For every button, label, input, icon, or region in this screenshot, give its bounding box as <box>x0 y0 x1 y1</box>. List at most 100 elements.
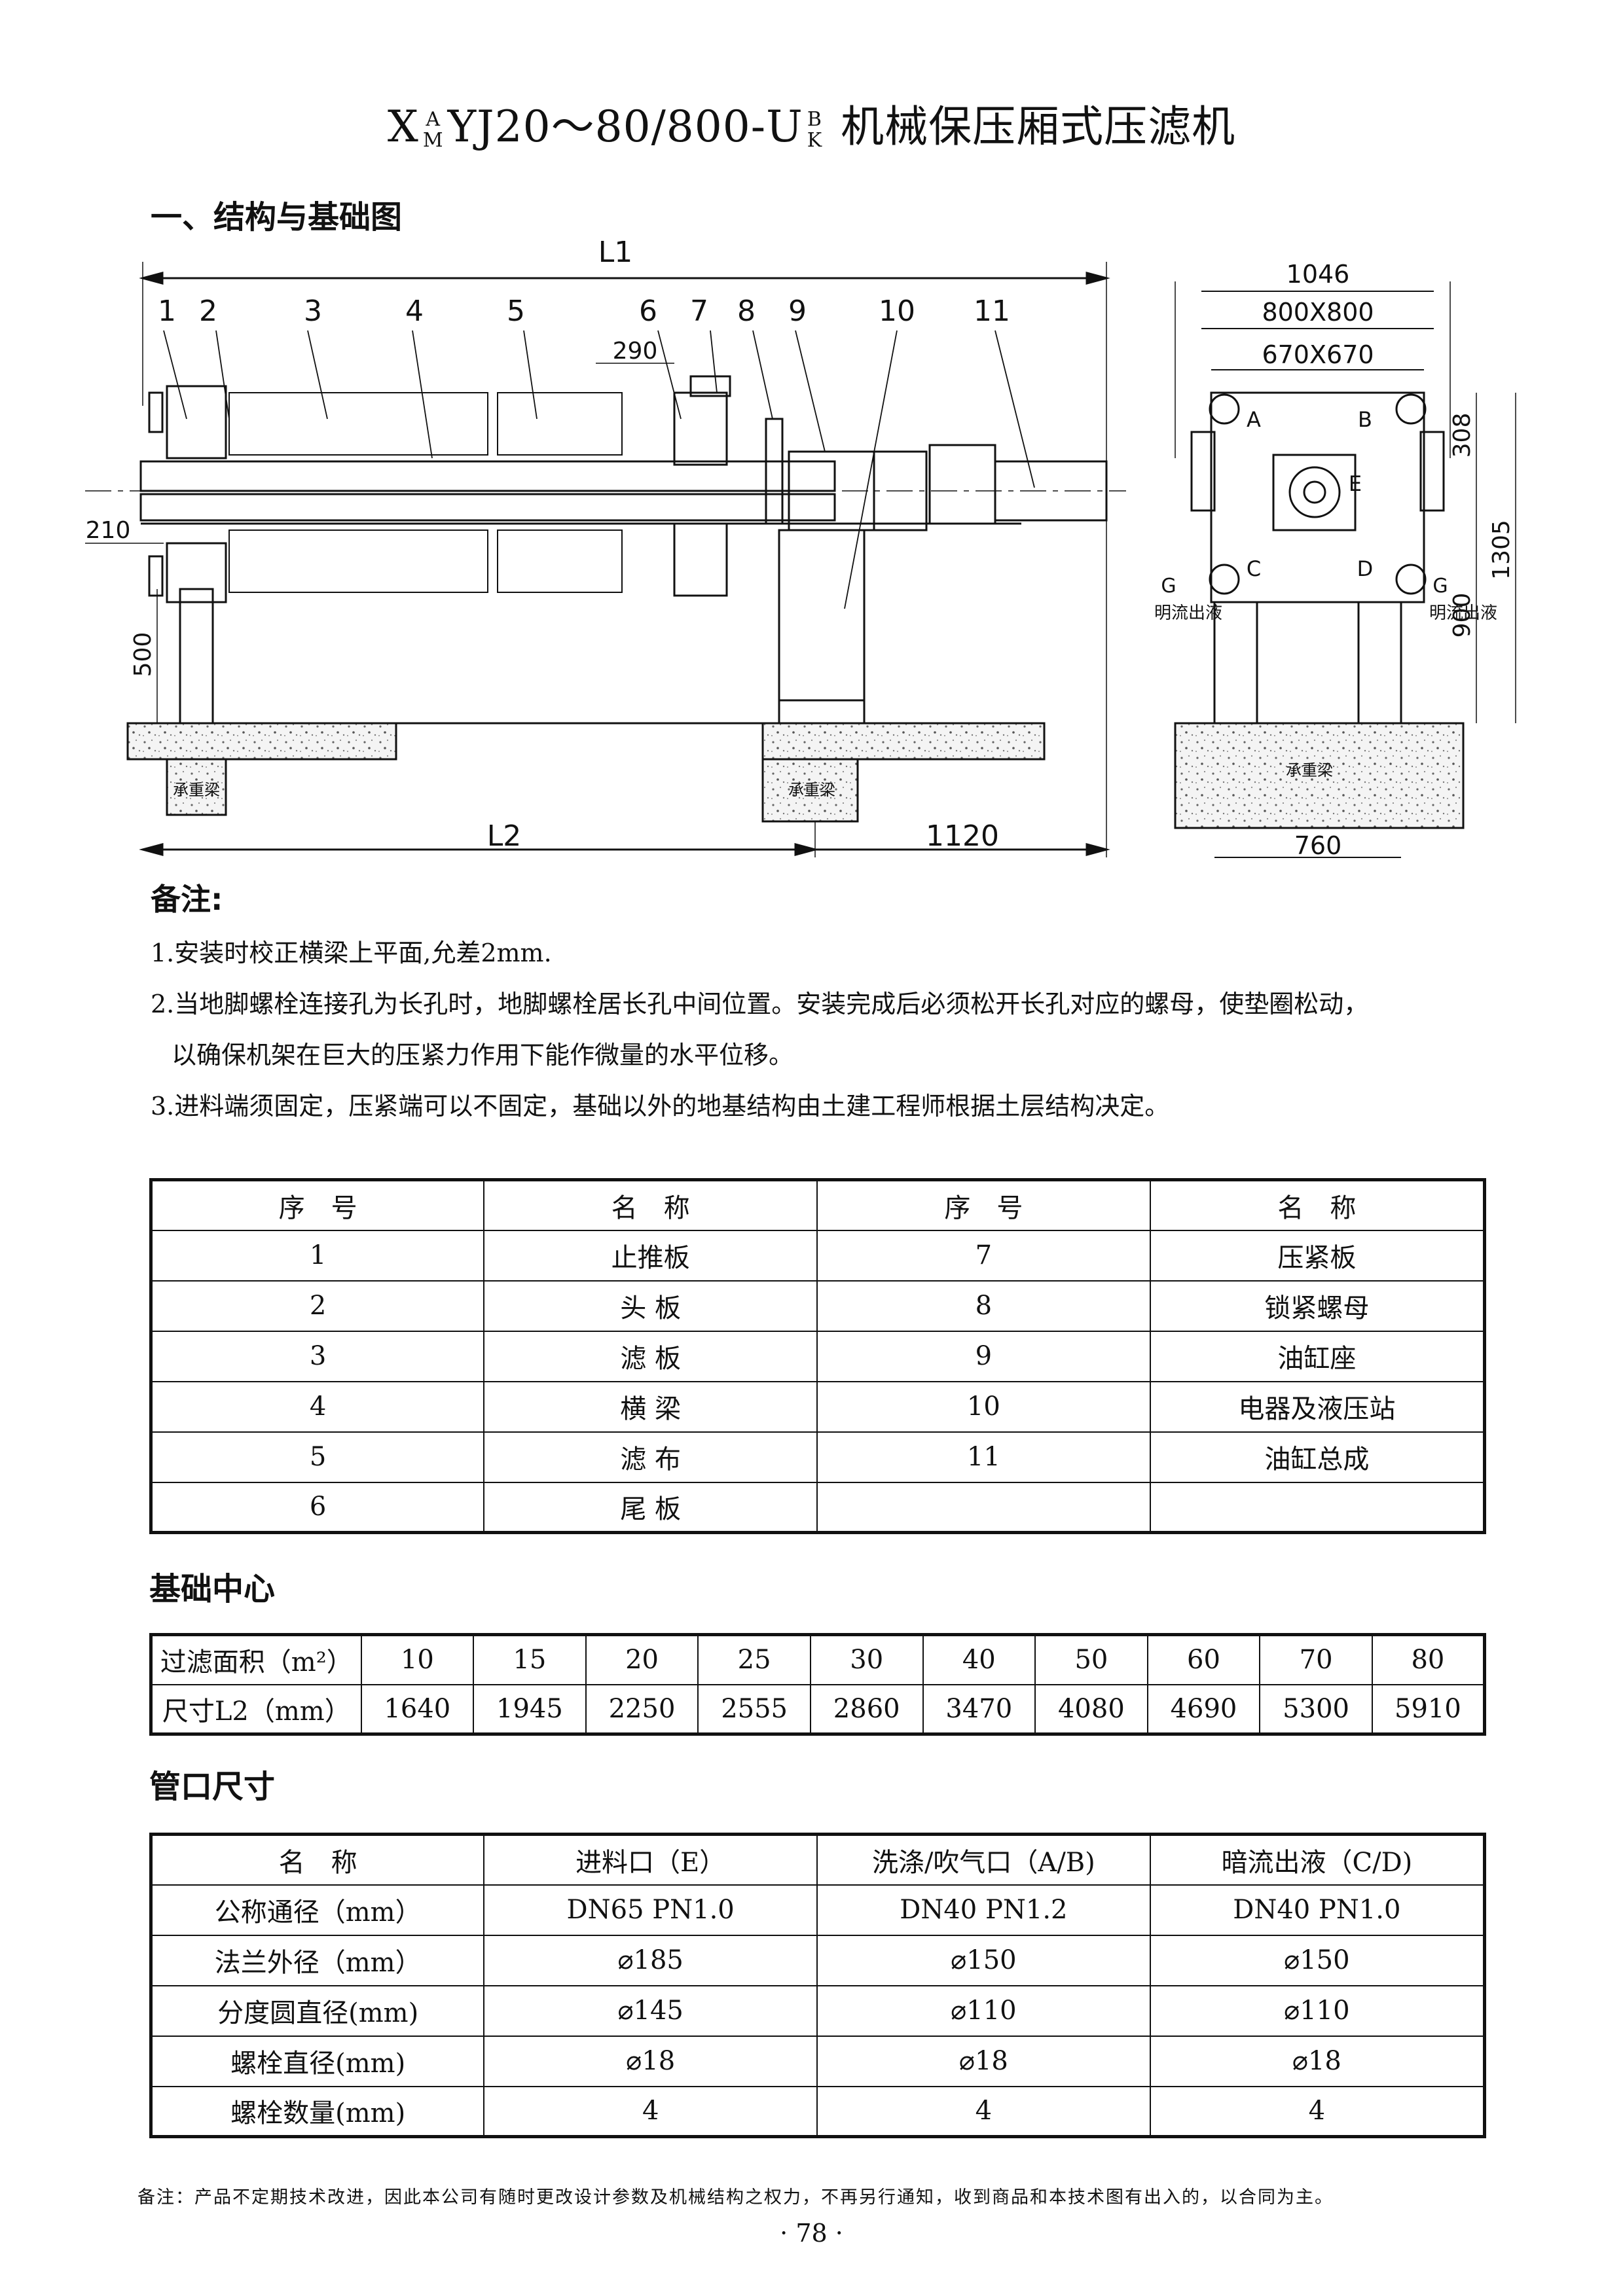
part-number-6: 6 <box>639 295 657 328</box>
l2-cell: 4690 <box>1146 1683 1261 1735</box>
table-cell: DN40 PN1.2 <box>816 1884 1151 1936</box>
table-row: 5 滤 布 11 油缸总成 <box>150 1431 1486 1483</box>
table-cell: 7 <box>816 1229 1151 1282</box>
table-cell: 6 <box>150 1481 485 1534</box>
table-cell: ⌀18 <box>1149 2035 1486 2087</box>
header-cell: 洗涤/吹气口（A/B) <box>816 1833 1151 1886</box>
table-cell: 滤 布 <box>483 1431 818 1483</box>
header-cell: 序 号 <box>816 1179 1151 1231</box>
part-number-5: 5 <box>507 295 525 328</box>
foundation-heading: 基础中心 <box>149 1571 276 1607</box>
port-label-G-left: G <box>1161 575 1176 598</box>
footer-note: 备注：产品不定期技术改进，因此本公司有随时更改设计参数及机械结构之权力，不再另行… <box>137 2187 1334 2208</box>
l2-cell: 2250 <box>585 1683 699 1735</box>
table-cell: ⌀185 <box>483 1934 818 1986</box>
table-row: 2 头 板 8 锁紧螺母 <box>150 1280 1486 1332</box>
table-cell: 4 <box>816 2085 1151 2138</box>
table-row: 分度圆直径(mm) ⌀145 ⌀110 ⌀110 <box>150 1984 1486 2037</box>
table-cell: DN65 PN1.0 <box>483 1884 818 1936</box>
dim-L2: L2 <box>487 819 522 853</box>
foundation-table: 过滤面积（m²） 10 15 20 25 30 40 50 60 70 80 尺… <box>149 1633 1486 1736</box>
ports-heading: 管口尺寸 <box>149 1768 276 1805</box>
l2-cell: 1945 <box>473 1683 587 1735</box>
table-row: 公称通径（mm） DN65 PN1.0 DN40 PN1.2 DN40 PN1.… <box>150 1884 1486 1936</box>
port-label-A: A <box>1247 407 1261 432</box>
section-heading-structure: 一、结构与基础图 <box>151 199 403 236</box>
area-cell: 80 <box>1371 1634 1486 1685</box>
table-cell: 公称通径（mm） <box>150 1884 485 1936</box>
table-row: 螺栓直径(mm) ⌀18 ⌀18 ⌀18 <box>150 2035 1486 2087</box>
area-cell: 60 <box>1146 1634 1261 1685</box>
beam-label-side: 承重梁 <box>1286 761 1333 780</box>
area-cell: 15 <box>473 1634 587 1685</box>
table-cell <box>1149 1481 1486 1534</box>
area-cell: 30 <box>809 1634 924 1685</box>
table-cell: DN40 PN1.0 <box>1149 1884 1486 1936</box>
table-cell: 2 <box>150 1280 485 1332</box>
beam-label-mid: 承重梁 <box>788 781 835 799</box>
table-row: 1 止推板 7 压紧板 <box>150 1229 1486 1282</box>
table-cell: 4 <box>1149 2085 1486 2138</box>
ports-table: 名 称 进料口（E） 洗涤/吹气口（A/B) 暗流出液（C/D) 公称通径（mm… <box>149 1833 1486 2138</box>
port-label-G-right: G <box>1432 575 1448 598</box>
area-cell: 25 <box>697 1634 811 1685</box>
area-cell: 70 <box>1259 1634 1373 1685</box>
table-cell: 8 <box>816 1280 1151 1332</box>
note-2-continued: 以确保机架在巨大的压紧力作用下能作微量的水平位移。 <box>172 1041 794 1069</box>
page-number: · 78 · <box>780 2219 843 2248</box>
part-number-9: 9 <box>788 295 807 328</box>
area-cell: 40 <box>922 1634 1036 1685</box>
note-3: 3.进料端须固定，压紧端可以不固定，基础以外的地基结构由土建工程师根据土层结构决… <box>151 1092 1170 1121</box>
table-cell: 止推板 <box>483 1229 818 1282</box>
l2-cell: 5910 <box>1371 1683 1486 1735</box>
table-cell: 横 梁 <box>483 1380 818 1433</box>
dim-500: 500 <box>130 632 156 677</box>
dim-308: 308 <box>1449 413 1476 458</box>
table-cell: ⌀150 <box>816 1934 1151 1986</box>
table-row: 6 尾 板 <box>150 1481 1486 1534</box>
row-label: 尺寸L2（mm） <box>150 1683 362 1735</box>
part-number-1: 1 <box>158 295 176 328</box>
table-cell: 头 板 <box>483 1280 818 1332</box>
dim-800x800: 800X800 <box>1262 298 1374 327</box>
table-cell: ⌀145 <box>483 1984 818 2037</box>
table-row: 4 横 梁 10 电器及液压站 <box>150 1380 1486 1433</box>
table-header-row: 序 号 名 称 序 号 名 称 <box>150 1179 1486 1231</box>
table-cell: 锁紧螺母 <box>1149 1280 1486 1332</box>
dim-L1: L1 <box>598 236 633 269</box>
port-label-B: B <box>1358 407 1372 432</box>
dim-900: 900 <box>1449 593 1476 638</box>
header-cell: 名 称 <box>483 1179 818 1231</box>
port-label-D: D <box>1357 556 1374 581</box>
table-cell: 油缸座 <box>1149 1330 1486 1382</box>
table-row: 过滤面积（m²） 10 15 20 25 30 40 50 60 70 80 <box>150 1634 1486 1685</box>
table-cell: 油缸总成 <box>1149 1431 1486 1483</box>
table-cell: ⌀110 <box>816 1984 1151 2037</box>
notes-heading: 备注: <box>151 882 223 917</box>
port-label-C: C <box>1247 556 1261 581</box>
table-cell: ⌀18 <box>483 2035 818 2087</box>
table-cell: 螺栓数量(mm) <box>150 2085 485 2138</box>
note-1: 1.安装时校正横梁上平面,允差2mm. <box>151 939 552 967</box>
dim-290: 290 <box>613 338 658 365</box>
part-number-4: 4 <box>405 295 424 328</box>
part-number-11: 11 <box>974 295 1010 328</box>
table-cell: 4 <box>483 2085 818 2138</box>
table-cell: 滤 板 <box>483 1330 818 1382</box>
area-cell: 10 <box>360 1634 475 1685</box>
dim-1046: 1046 <box>1286 260 1350 289</box>
table-cell: 9 <box>816 1330 1151 1382</box>
table-cell: ⌀150 <box>1149 1934 1486 1986</box>
note-2: 2.当地脚螺栓连接孔为长孔时，地脚螺栓居长孔中间位置。安装完成后必须松开长孔对应… <box>151 990 1369 1018</box>
part-number-3: 3 <box>304 295 322 328</box>
header-cell: 序 号 <box>150 1179 485 1231</box>
table-cell: 法兰外径（mm） <box>150 1934 485 1986</box>
dim-1305: 1305 <box>1488 520 1515 580</box>
part-number-8: 8 <box>737 295 756 328</box>
table-cell: 4 <box>150 1380 485 1433</box>
header-cell: 进料口（E） <box>483 1833 818 1886</box>
table-cell: 3 <box>150 1330 485 1382</box>
table-cell: 压紧板 <box>1149 1229 1486 1282</box>
